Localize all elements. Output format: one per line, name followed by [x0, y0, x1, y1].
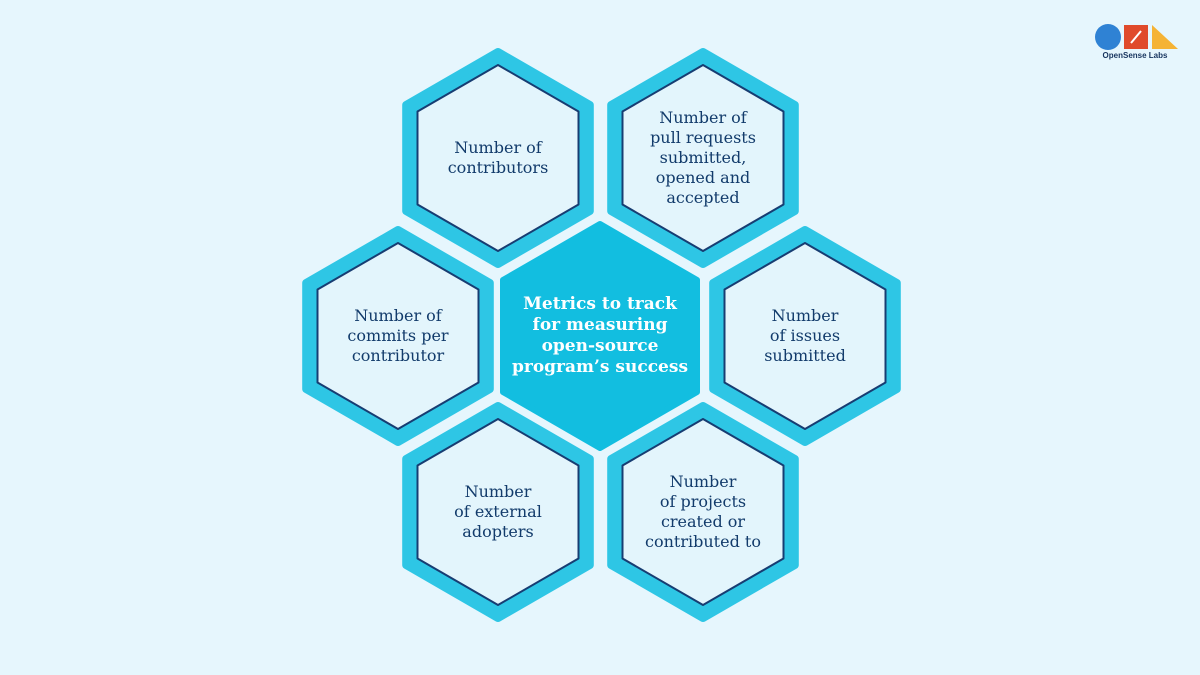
logo-slash-icon — [1130, 30, 1142, 44]
hex-commits-inner — [316, 242, 480, 430]
hex-adopters-inner — [416, 418, 580, 606]
hex-contributors-inner — [416, 64, 580, 252]
logo-triangle-icon — [1152, 25, 1178, 49]
logo-text: OpenSense Labs — [1102, 51, 1168, 60]
logo-circle-icon — [1095, 24, 1121, 50]
center-hex — [500, 221, 700, 451]
hex-pull-requests-inner — [621, 64, 785, 252]
hex-projects-inner — [621, 418, 785, 606]
hex-issues-inner — [723, 242, 887, 430]
opensense-logo — [1095, 24, 1178, 50]
